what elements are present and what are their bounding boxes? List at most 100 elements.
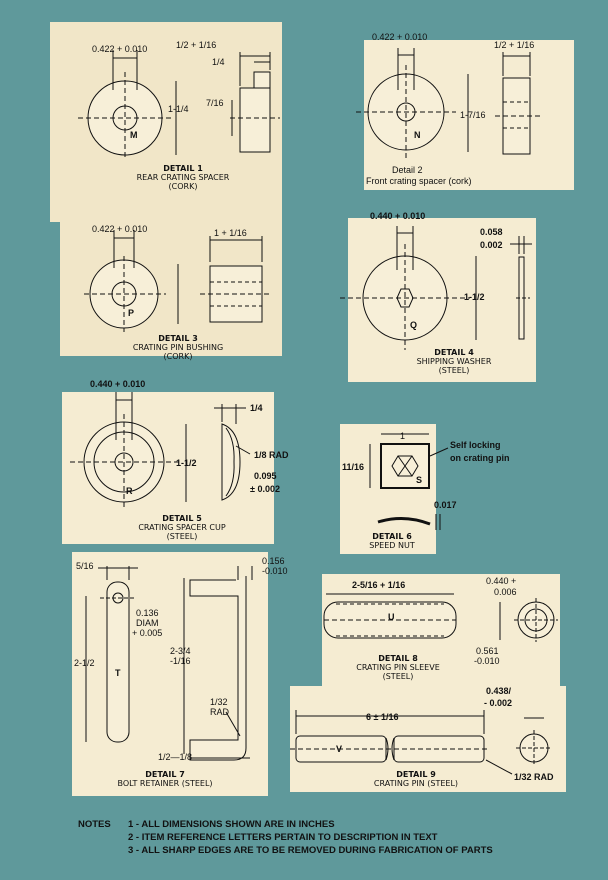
- d5-rad-dim: 1/8 RAD: [254, 450, 289, 460]
- note-1: 1 - ALL DIMENSIONS SHOWN ARE IN INCHES: [128, 819, 335, 830]
- d9-name: CRATING PIN (STEEL): [373, 779, 459, 788]
- d8-id1-dim: 0.561: [476, 646, 499, 656]
- d7-rad1-dim: 1/32: [210, 697, 228, 707]
- d3-bore-dim: 0.422 + 0.010: [92, 224, 148, 234]
- notes-line-1: NOTES 1 - ALL DIMENSIONS SHOWN ARE IN IN…: [78, 818, 493, 831]
- d2-bore-dim: 0.422 + 0.010: [372, 32, 428, 42]
- d9-letter: V: [336, 744, 343, 754]
- d2-thick-dim: 1/2 + 1/16: [494, 40, 535, 50]
- d7-foot-dim: 1/2—1/8: [158, 752, 193, 762]
- d7-hole3-dim: + 0.005: [132, 628, 163, 638]
- notes-line-2: 2 - ITEM REFERENCE LETTERS PERTAIN TO DE…: [78, 831, 493, 844]
- d4-letter: Q: [410, 320, 418, 330]
- note-2: 2 - ITEM REFERENCE LETTERS PERTAIN TO DE…: [128, 832, 438, 843]
- d8-name: CRATING PIN SLEEVE: [356, 663, 440, 672]
- d5-cup-side: [221, 423, 241, 501]
- d6-note1: Self locking: [450, 440, 501, 450]
- d4-caption: DETAIL 4 SHIPPING WASHER (STEEL): [406, 348, 502, 375]
- d2-name: Front crating spacer (cork): [366, 176, 472, 186]
- d7-hole2-dim: DIAM: [136, 618, 159, 628]
- d7-letter: T: [115, 668, 121, 678]
- notes-label: NOTES: [78, 819, 111, 830]
- d5-bore-dim: 0.440 + 0.010: [90, 379, 146, 389]
- d7-top-dim: 5/16: [76, 561, 94, 571]
- d3-title: DETAIL 3: [158, 334, 198, 343]
- d2-dia-dim: 1-7/16: [460, 110, 486, 120]
- d4-name: SHIPPING WASHER: [416, 357, 492, 366]
- d2-letter: N: [414, 130, 421, 140]
- d8-letter: U: [388, 612, 395, 622]
- d3-len-dim: 1 + 1/16: [214, 228, 247, 238]
- d1-thick-dim: 1/2 + 1/16: [176, 40, 217, 50]
- d7-len-dim: 2-1/2: [74, 658, 95, 668]
- d5-title: DETAIL 5: [162, 514, 202, 523]
- d1-dia-dim: 1-1/4: [168, 104, 189, 114]
- d1-letter: M: [130, 130, 138, 140]
- d3-name: CRATING PIN BUSHING: [132, 343, 224, 352]
- d5-caption: DETAIL 5 CRATING SPACER CUP (STEEL): [122, 514, 242, 541]
- d4-t2-dim: 0.002: [480, 240, 503, 250]
- d1-side-hub: [253, 71, 271, 89]
- d3-caption: DETAIL 3 CRATING PIN BUSHING (CORK): [120, 334, 236, 361]
- d6-h-dim: 11/16: [342, 462, 365, 472]
- d1-step-dim: 1/4: [212, 57, 225, 67]
- d4-title: DETAIL 4: [434, 348, 474, 357]
- d6-nut-side: [377, 517, 431, 526]
- d7-title: DETAIL 7: [145, 770, 185, 779]
- d9-dia1-dim: 0.438/: [486, 686, 512, 696]
- d5-dia-dim: 1-1/2: [176, 458, 197, 468]
- d9-dia2-dim: - 0.002: [484, 698, 513, 708]
- d5-depth-dim: 1/4: [250, 403, 263, 413]
- d6-title: DETAIL 6: [372, 532, 412, 541]
- d9-len-dim: 6 ± 1/16: [366, 712, 399, 722]
- d7-caption: DETAIL 7 BOLT RETAINER (STEEL): [100, 770, 230, 788]
- d7-wire1-dim: 0.156: [262, 556, 285, 566]
- note-3: 3 - ALL SHARP EDGES ARE TO BE REMOVED DU…: [128, 845, 493, 856]
- d7-rad2-dim: RAD: [210, 707, 230, 717]
- d7-name: BOLT RETAINER (STEEL): [117, 779, 213, 788]
- d7-hole1-dim: 0.136: [136, 608, 159, 618]
- d1-bore-dim: 0.422 + 0.010: [92, 44, 148, 54]
- d6-name: SPEED NUT: [369, 541, 415, 550]
- d4-bore-dim: 0.440 + 0.010: [370, 211, 426, 221]
- d1-side-body: [239, 87, 271, 153]
- d8-od2-dim: 0.006: [494, 587, 517, 597]
- d8-od1-dim: 0.440 +: [486, 576, 517, 586]
- d8-len-dim: 2-5/16 + 1/16: [352, 580, 406, 590]
- d1-hub-dim: 7/16: [206, 98, 224, 108]
- d7-leg1-dim: 2-3/4: [170, 646, 191, 656]
- d4-t1-dim: 0.058: [480, 227, 503, 237]
- d7-leg2-dim: -1/16: [170, 656, 191, 666]
- d7-wire2-dim: -0.010: [262, 566, 288, 576]
- d4-material: (STEEL): [438, 366, 470, 375]
- d5-material: (STEEL): [166, 532, 198, 541]
- d8-title: DETAIL 8: [378, 654, 418, 663]
- d9-caption: DETAIL 9 CRATING PIN (STEEL): [360, 770, 472, 788]
- d3-material: (CORK): [163, 352, 193, 361]
- d1-name: REAR CRATING SPACER: [136, 173, 230, 182]
- d3-letter: P: [128, 308, 135, 318]
- d8-id2-dim: -0.010: [474, 656, 500, 666]
- d6-w-dim: 1: [400, 431, 406, 441]
- d8-caption: DETAIL 8 CRATING PIN SLEEVE (STEEL): [340, 654, 456, 681]
- d7-wire: [189, 576, 247, 761]
- d7-retainer-bar: [106, 581, 130, 743]
- d1-title: DETAIL 1: [163, 164, 203, 173]
- d5-t1-dim: 0.095: [254, 471, 277, 481]
- d9-title: DETAIL 9: [396, 770, 436, 779]
- d6-note2: on crating pin: [450, 453, 510, 463]
- d1-material: (CORK): [168, 182, 198, 191]
- d4-dia-dim: 1-1/2: [464, 292, 485, 302]
- notes-block: NOTES 1 - ALL DIMENSIONS SHOWN ARE IN IN…: [78, 818, 493, 857]
- d8-material: (STEEL): [382, 672, 414, 681]
- d6-t-dim: 0.017: [434, 500, 457, 510]
- d6-caption: DETAIL 6 SPEED NUT: [364, 532, 420, 550]
- d6-letter: S: [416, 475, 423, 485]
- d5-letter: R: [126, 486, 133, 496]
- d2-title: Detail 2: [392, 165, 423, 175]
- notes-line-3: 3 - ALL SHARP EDGES ARE TO BE REMOVED DU…: [78, 844, 493, 857]
- d5-t2-dim: ± 0.002: [250, 484, 280, 494]
- d5-name: CRATING SPACER CUP: [138, 523, 226, 532]
- d9-rad-dim: 1/32 RAD: [514, 772, 554, 782]
